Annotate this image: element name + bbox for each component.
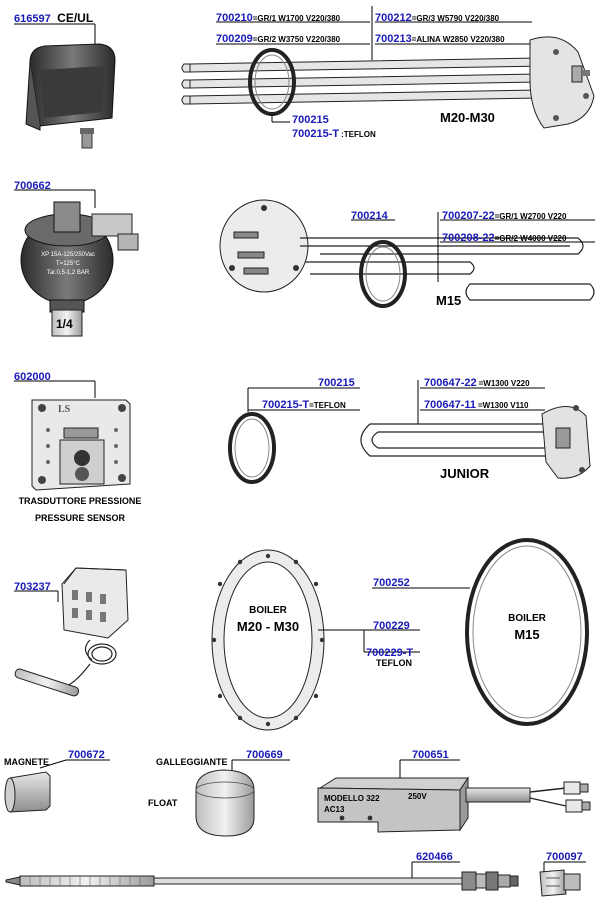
part-700215-a: 700215 xyxy=(292,111,329,127)
spec-700213: =ALINA W2850 V220/380 xyxy=(411,35,505,44)
thermostat-703237 xyxy=(14,567,129,697)
code-700647-22[interactable]: 700647-22 xyxy=(424,377,477,389)
heating-element-m15 xyxy=(219,199,595,308)
module-voltage: 250V xyxy=(408,792,427,801)
code-616597[interactable]: 616597 xyxy=(14,13,51,25)
code-700215T-b[interactable]: 700215-T xyxy=(262,399,310,411)
probe-620466 xyxy=(5,861,519,891)
magnet-label: MAGNETE xyxy=(4,757,49,767)
code-700229T[interactable]: 700229-T xyxy=(366,647,414,659)
part-700229T: 700229-T xyxy=(366,644,413,660)
code-700647-11[interactable]: 700647-11 xyxy=(424,399,476,411)
code-700662[interactable]: 700662 xyxy=(14,180,51,192)
heating-element-junior xyxy=(360,380,591,479)
magnet-700672 xyxy=(4,759,110,813)
spec-700210: =GR/1 W1700 V220/380 xyxy=(252,14,341,23)
fitting-700097 xyxy=(539,861,586,897)
code-700214[interactable]: 700214 xyxy=(351,210,388,222)
part-700229: 700229 xyxy=(373,617,410,633)
code-700212[interactable]: 700212 xyxy=(375,12,412,24)
switch-face-line1: XP 15A-125/250Vac xyxy=(41,252,95,258)
code-700672[interactable]: 700672 xyxy=(68,749,105,761)
part-700252: 700252 xyxy=(373,574,410,590)
spec-700212: =GR/3 W5790 V220/380 xyxy=(411,14,500,23)
model-m15-element: M15 xyxy=(436,293,462,308)
spec-700215T-a: :TEFLON xyxy=(341,130,376,139)
part-703237: 703237 xyxy=(14,578,51,594)
part-602000: 602000 xyxy=(14,368,51,384)
spec-700208-22: =GR/2 W4000 V220 xyxy=(494,234,567,243)
part-700097: 700097 xyxy=(546,848,583,864)
part-700215-b: 700215 xyxy=(318,374,355,390)
part-700212: 700212=GR/3 W5790 V220/380 xyxy=(375,9,499,25)
part-620466: 620466 xyxy=(416,848,453,864)
model-m20-m30: M20-M30 xyxy=(440,110,495,125)
transducer-name-en: PRESSURE SENSOR xyxy=(34,513,126,523)
part-700662: 700662 xyxy=(14,177,51,193)
float-700669 xyxy=(195,759,290,837)
boiler-model-1: M20 - M30 xyxy=(236,619,300,634)
part-700647-11: 700647-11=W1300 V110 xyxy=(424,396,528,412)
module-ac: AC13 xyxy=(324,805,345,814)
boiler-gasket-m15 xyxy=(372,538,589,726)
code-700651[interactable]: 700651 xyxy=(412,749,449,761)
module-700651 xyxy=(317,759,591,833)
boiler-gasket-m20-m30 xyxy=(211,549,420,731)
cert-label: CE/UL xyxy=(57,11,94,25)
float-label-it: GALLEGGIANTE xyxy=(156,757,228,767)
part-700672: 700672 xyxy=(68,746,105,762)
code-703237[interactable]: 703237 xyxy=(14,581,51,593)
spec-700209: =GR/2 W3750 V220/380 xyxy=(252,35,341,44)
part-700215T-b: 700215-T=TEFLON xyxy=(262,396,346,412)
code-620466[interactable]: 620466 xyxy=(416,851,453,863)
part-700651: 700651 xyxy=(412,746,449,762)
part-700208-22: 700208-22=GR/2 W4000 V220 xyxy=(442,229,566,245)
part-700647-22: 700647-22=W1300 V220 xyxy=(424,374,530,390)
model-junior: JUNIOR xyxy=(440,466,490,481)
part-700214: 700214 xyxy=(351,207,388,223)
gasket-700215 xyxy=(228,387,360,484)
float-label-en: FLOAT xyxy=(148,798,178,808)
thread-size: 1/4 xyxy=(56,317,73,331)
part-700210: 700210=GR/1 W1700 V220/380 xyxy=(216,9,340,25)
code-602000[interactable]: 602000 xyxy=(14,371,51,383)
code-700209[interactable]: 700209 xyxy=(216,33,253,45)
boiler-label-2: BOILER xyxy=(508,613,546,624)
code-700207-22[interactable]: 700207-22 xyxy=(442,210,495,222)
spec-700647-11: =W1300 V110 xyxy=(478,401,529,410)
code-700210[interactable]: 700210 xyxy=(216,12,253,24)
spec-700647-22: =W1300 V220 xyxy=(478,379,530,388)
spec-700207-22: =GR/1 W2700 V220 xyxy=(494,212,567,221)
code-700252[interactable]: 700252 xyxy=(373,577,410,589)
module-model: MODELLO 322 xyxy=(324,794,380,803)
pressure-transducer-602000 xyxy=(14,380,131,491)
boiler-model-2: M15 xyxy=(514,627,540,642)
switch-face-line3: Tar.0,5-1,2 BAR xyxy=(46,270,90,276)
part-616597: 616597 CE/UL xyxy=(14,10,93,26)
pressure-switch-700662 xyxy=(14,189,139,337)
code-700229[interactable]: 700229 xyxy=(373,620,410,632)
code-700208-22[interactable]: 700208-22 xyxy=(442,232,495,244)
part-700207-22: 700207-22=GR/1 W2700 V220 xyxy=(442,207,566,223)
spec-700229T: TEFLON xyxy=(376,658,412,668)
code-700215-b[interactable]: 700215 xyxy=(318,377,355,389)
transducer-name-it: TRASDUTTORE PRESSIONE xyxy=(18,496,142,506)
code-700215T-a[interactable]: 700215-T xyxy=(292,128,340,140)
code-700669[interactable]: 700669 xyxy=(246,749,283,761)
spec-700215T-b: =TEFLON xyxy=(309,401,346,410)
part-700215T-a: 700215-T:TEFLON xyxy=(292,125,376,141)
part-700669: 700669 xyxy=(246,746,283,762)
switch-face-line2: T=125°C xyxy=(56,261,80,267)
part-700209: 700209=GR/2 W3750 V220/380 xyxy=(216,30,340,46)
transducer-logo: LS xyxy=(58,404,71,415)
code-700213[interactable]: 700213 xyxy=(375,33,412,45)
code-700097[interactable]: 700097 xyxy=(546,851,583,863)
pressure-switch-616597 xyxy=(14,23,116,149)
heating-element-m20-m30 xyxy=(181,6,595,129)
part-700213: 700213=ALINA W2850 V220/380 xyxy=(375,30,505,46)
code-700215-a[interactable]: 700215 xyxy=(292,114,329,126)
boiler-label-1: BOILER xyxy=(249,605,287,616)
